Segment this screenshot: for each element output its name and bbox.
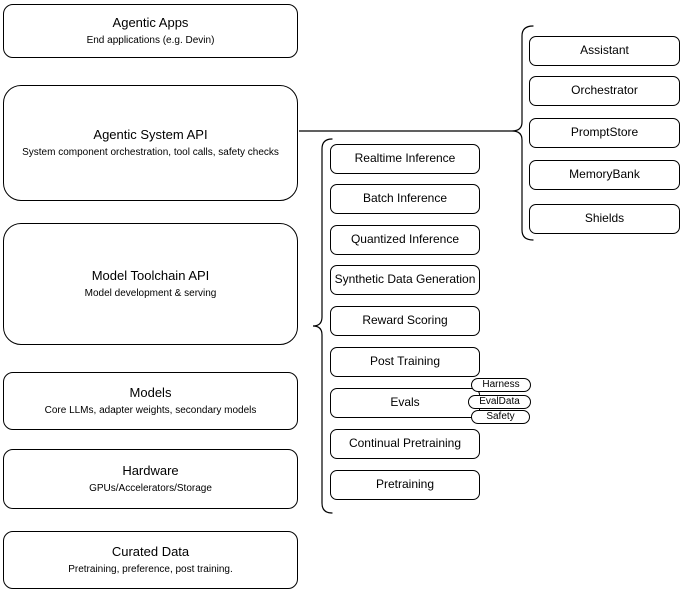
node-title: Models <box>129 385 172 401</box>
node-post-training: Post Training <box>330 347 480 377</box>
tag-harness: Harness <box>471 378 531 392</box>
node-title: Agentic System API <box>93 127 208 143</box>
node-subtitle: System component orchestration, tool cal… <box>22 146 279 158</box>
node-promptstore: PromptStore <box>529 118 680 148</box>
node-subtitle: Model development & serving <box>84 287 217 299</box>
node-orchestrator: Orchestrator <box>529 76 680 106</box>
node-title: Agentic Apps <box>112 15 189 31</box>
node-reward-scoring: Reward Scoring <box>330 306 480 336</box>
node-agentic-system-api: Agentic System API System component orch… <box>3 85 298 201</box>
node-hardware: Hardware GPUs/Accelerators/Storage <box>3 449 298 509</box>
node-batch-inference: Batch Inference <box>330 184 480 214</box>
node-continual-pretraining: Continual Pretraining <box>330 429 480 459</box>
node-title: Curated Data <box>111 544 190 560</box>
node-subtitle: Core LLMs, adapter weights, secondary mo… <box>44 404 257 416</box>
node-subtitle: Pretraining, preference, post training. <box>68 563 233 575</box>
node-evals: Evals <box>330 388 480 418</box>
middle-column-brace <box>312 138 333 514</box>
right-column-brace <box>511 25 534 241</box>
node-subtitle: GPUs/Accelerators/Storage <box>89 482 212 494</box>
node-curated-data: Curated Data Pretraining, preference, po… <box>3 531 298 589</box>
tag-safety: Safety <box>471 410 530 424</box>
node-assistant: Assistant <box>529 36 680 66</box>
node-shields: Shields <box>529 204 680 234</box>
node-model-toolchain-api: Model Toolchain API Model development & … <box>3 223 298 345</box>
node-pretraining: Pretraining <box>330 470 480 500</box>
node-quantized-inference: Quantized Inference <box>330 225 480 255</box>
node-synthetic-data-generation: Synthetic Data Generation <box>330 265 480 295</box>
node-models: Models Core LLMs, adapter weights, secon… <box>3 372 298 430</box>
tag-evaldata: EvalData <box>468 395 531 409</box>
node-realtime-inference: Realtime Inference <box>330 144 480 174</box>
node-title: Hardware <box>122 463 179 479</box>
node-agentic-apps: Agentic Apps End applications (e.g. Devi… <box>3 4 298 58</box>
node-memorybank: MemoryBank <box>529 160 680 190</box>
node-subtitle: End applications (e.g. Devin) <box>86 34 215 46</box>
node-title: Model Toolchain API <box>91 268 210 284</box>
